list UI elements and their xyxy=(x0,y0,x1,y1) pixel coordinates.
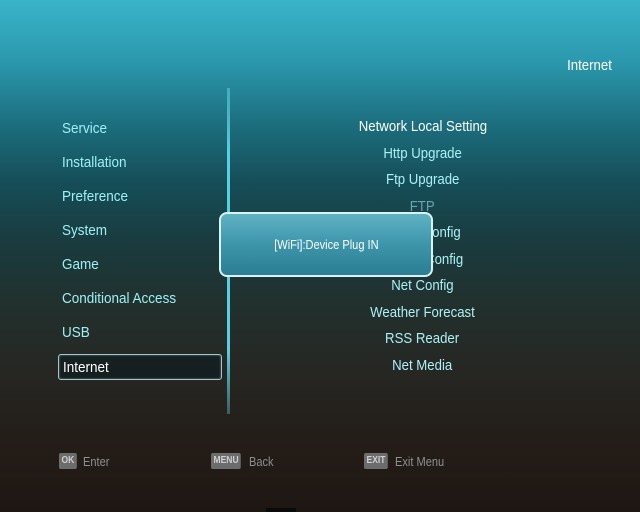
submenu-item-ftp[interactable]: FTP xyxy=(300,194,545,221)
submenu-item-ftp-upgrade[interactable]: Ftp Upgrade xyxy=(300,167,545,194)
menu-item-label: System xyxy=(62,222,108,239)
menu-item-service[interactable]: Service xyxy=(58,116,222,142)
menu-item-system[interactable]: System xyxy=(58,218,222,244)
hint-enter[interactable]: OK Enter xyxy=(59,452,114,470)
menu-item-internet[interactable]: Internet xyxy=(58,354,222,380)
exit-key-icon: EXIT xyxy=(364,453,388,469)
menu-item-preference[interactable]: Preference xyxy=(58,184,222,210)
submenu-item-label: RSS Reader xyxy=(385,330,460,347)
menu-item-installation[interactable]: Installation xyxy=(58,150,222,176)
menu-key-icon: MENU xyxy=(211,453,242,469)
hint-exit-label: Exit Menu xyxy=(395,453,445,469)
menu-item-label: Installation xyxy=(62,154,127,171)
submenu: Network Local Setting Http Upgrade Ftp U… xyxy=(300,114,545,379)
notification-popup: [WiFi]:Device Plug IN xyxy=(219,212,433,277)
menu-item-usb[interactable]: USB xyxy=(58,320,222,346)
menu-item-label: Internet xyxy=(63,359,109,376)
menu-item-label: Service xyxy=(62,120,108,137)
menu-item-label: Game xyxy=(62,256,99,273)
submenu-item-net-config[interactable]: Net Config xyxy=(300,273,545,300)
page-title: Internet xyxy=(567,57,612,74)
hint-exit[interactable]: EXIT Exit Menu xyxy=(364,452,453,470)
submenu-item-network-local-setting[interactable]: Network Local Setting xyxy=(300,114,545,141)
submenu-item-weather-forecast[interactable]: Weather Forecast xyxy=(300,300,545,327)
menu-item-conditional-access[interactable]: Conditional Access xyxy=(58,286,222,312)
submenu-item-label: Network Local Setting xyxy=(358,118,487,135)
submenu-item-http-upgrade[interactable]: Http Upgrade xyxy=(300,141,545,168)
menu-item-label: Preference xyxy=(62,188,129,205)
bottom-edge-bar xyxy=(266,508,296,512)
submenu-item-label: Ftp Upgrade xyxy=(385,171,460,188)
menu-item-game[interactable]: Game xyxy=(58,252,222,278)
main-menu: Service Installation Preference System G… xyxy=(58,116,222,388)
submenu-item-label: Net Config xyxy=(391,277,454,294)
submenu-item-label: FTP xyxy=(410,197,435,215)
popup-message: [WiFi]:Device Plug IN xyxy=(273,237,379,252)
submenu-item-label: Weather Forecast xyxy=(370,303,475,321)
submenu-item-label: Net Media xyxy=(392,356,453,374)
hint-enter-label: Enter xyxy=(83,453,110,469)
submenu-item-rss-reader[interactable]: RSS Reader xyxy=(300,326,545,353)
submenu-item-net-media[interactable]: Net Media xyxy=(300,353,545,380)
ok-key-icon: OK xyxy=(59,453,77,469)
submenu-item-label: Http Upgrade xyxy=(383,144,462,162)
hint-back[interactable]: MENU Back xyxy=(211,452,278,470)
footer-hints: OK Enter MENU Back EXIT Exit Menu xyxy=(0,452,640,472)
hint-back-label: Back xyxy=(249,453,275,469)
menu-item-label: USB xyxy=(62,324,90,341)
menu-item-label: Conditional Access xyxy=(62,290,177,307)
